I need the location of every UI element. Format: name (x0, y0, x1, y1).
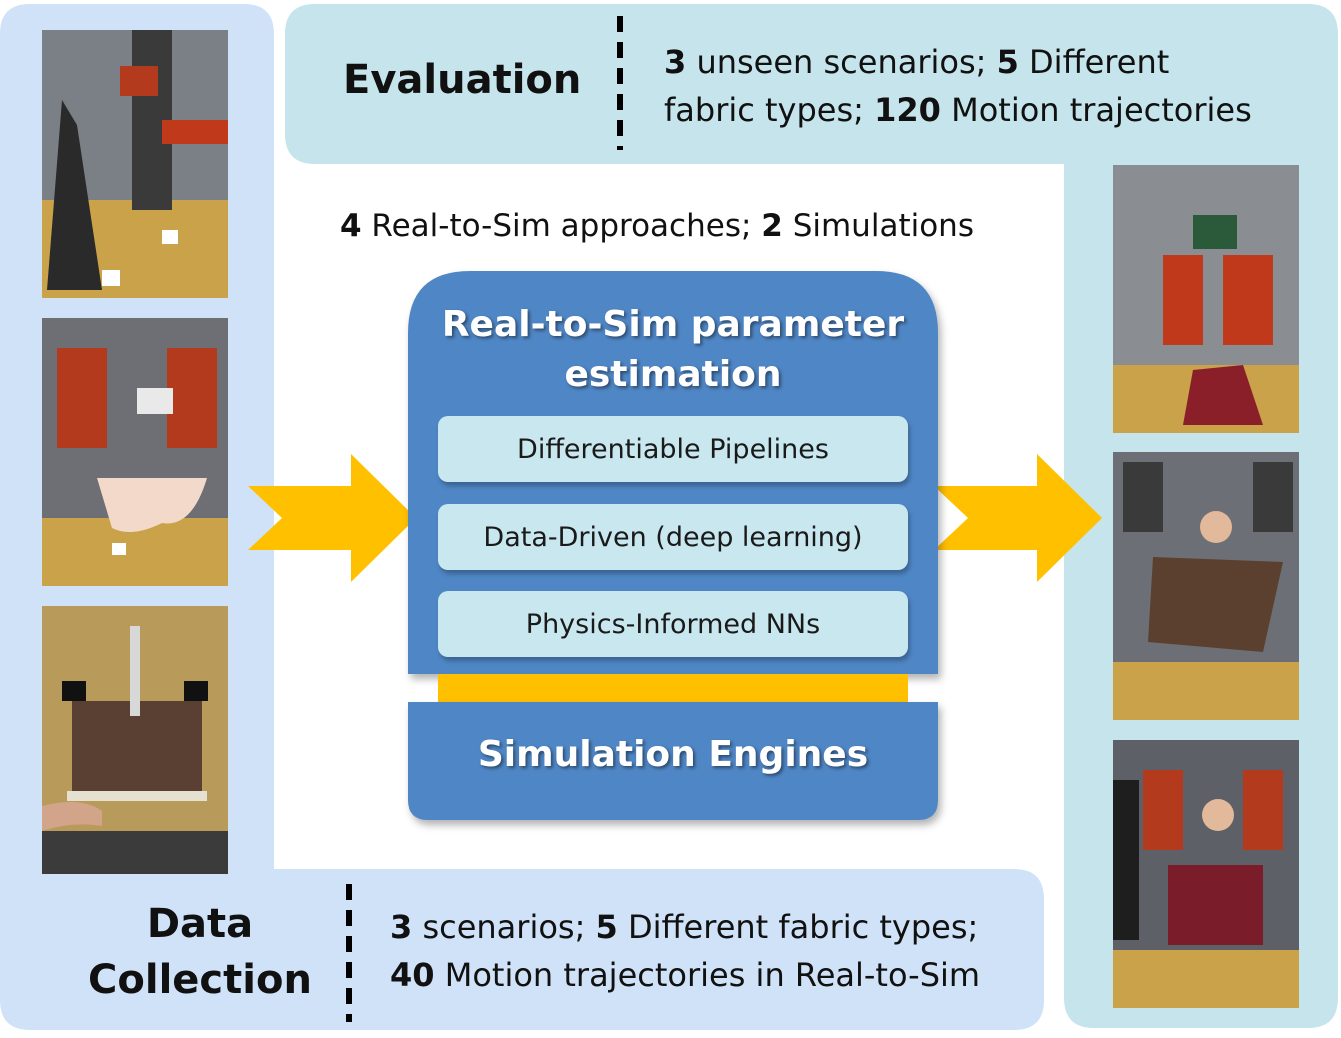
evaluation-stats-line1: 3 unseen scenarios; 5 Different (664, 38, 1252, 86)
data-collection-stats-line1: 3 scenarios; 5 Different fabric types; (390, 903, 980, 951)
simulation-engines-title: Simulation Engines (477, 734, 869, 775)
text-run: 120 (874, 91, 941, 129)
evaluation-panel (285, 4, 1338, 1028)
text-run: Simulations (782, 208, 974, 244)
text-run: Motion trajectories (940, 91, 1252, 129)
text-run: Different fabric types; (617, 908, 979, 946)
method-data-driven: Data-Driven (deep learning) (438, 504, 908, 570)
data-collection-title-line1: Data (146, 901, 254, 947)
simulation-engines-box (408, 702, 938, 820)
data-collection-stats: 3 scenarios; 5 Different fabric types; 4… (390, 903, 980, 999)
photo-robot-folding (1113, 165, 1299, 433)
data-collection-title: Data Collection (60, 896, 340, 1008)
approaches-summary: 4 Real-to-Sim approaches; 2 Simulations (340, 202, 974, 250)
text-run: Real-to-Sim approaches; (361, 208, 762, 244)
engine-connector (438, 674, 908, 702)
data-collection-title-line2: Collection (88, 957, 312, 1003)
text-run: 5 (595, 908, 618, 946)
photo-hanging-fabric (42, 30, 228, 298)
text-run: Motion trajectories in Real-to-Sim (434, 956, 981, 994)
text-run: 4 (340, 208, 362, 244)
arrow-right-icon (934, 454, 1102, 582)
evaluation-stats: 3 unseen scenarios; 5 Different fabric t… (664, 38, 1252, 134)
estimation-title-line2: estimation (564, 354, 782, 395)
method-physics-informed: Physics-Informed NNs (438, 591, 908, 657)
photo-measuring-fabric (42, 606, 228, 874)
text-run: unseen scenarios; (686, 43, 997, 81)
photo-human-fabric-red (1113, 740, 1299, 1008)
text-run: 40 (390, 956, 435, 994)
data-collection-panel (0, 4, 1044, 1030)
text-run: 2 (761, 208, 783, 244)
data-collection-stats-line2: 40 Motion trajectories in Real-to-Sim (390, 951, 980, 999)
text-run: fabric types; (664, 91, 875, 129)
estimation-title-line1: Real-to-Sim parameter (441, 304, 905, 345)
method-differentiable-pipelines: Differentiable Pipelines (438, 416, 908, 482)
photo-lifted-fabric (42, 318, 228, 586)
text-run: 3 (390, 908, 413, 946)
estimation-title: Real-to-Sim parameter estimation (408, 300, 938, 400)
text-run: 5 (996, 43, 1019, 81)
text-run: scenarios; (412, 908, 596, 946)
arrow-left-icon (248, 454, 416, 582)
evaluation-stats-line2: fabric types; 120 Motion trajectories (664, 86, 1252, 134)
photo-human-fabric-brown (1113, 452, 1299, 720)
text-run: Different (1018, 43, 1170, 81)
text-run: 3 (664, 43, 687, 81)
evaluation-title: Evaluation (343, 57, 582, 103)
